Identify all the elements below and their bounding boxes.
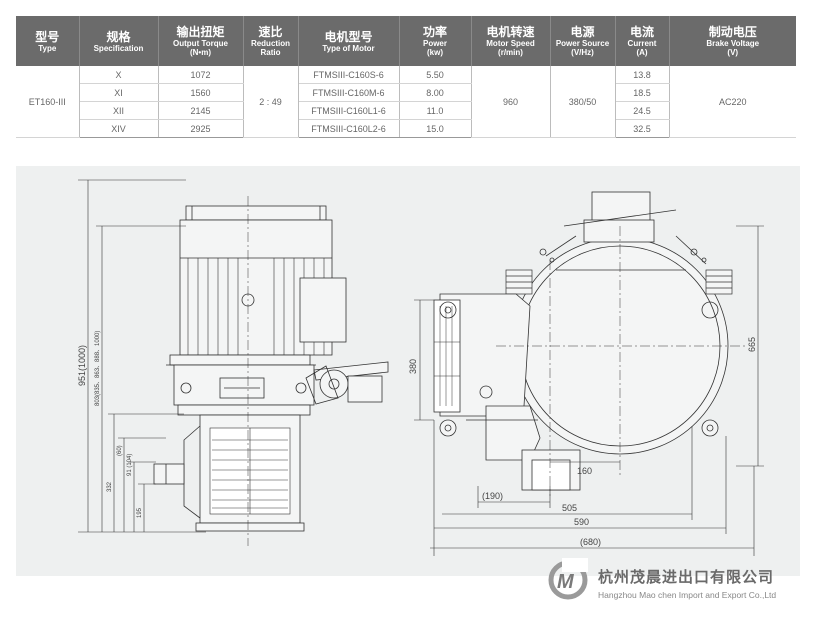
- table-row: XIV 2925 FTMSIII-C160L2-6 15.0 32.5: [16, 119, 796, 138]
- cell-torque: 2925: [158, 119, 244, 138]
- cell-brake-voltage: AC220: [669, 66, 796, 138]
- dim-shaft-c: 332: [107, 481, 113, 492]
- dim-shaft-d: 195: [137, 507, 143, 518]
- dim-right-height: 665: [747, 337, 757, 352]
- cell-spec: XIV: [79, 119, 159, 138]
- cell-power: 8.00: [399, 83, 472, 102]
- cell-power: 15.0: [399, 119, 472, 138]
- company-name-en: Hangzhou Mao chen Import and Export Co.,…: [598, 590, 777, 600]
- dim-side-height: 380: [408, 359, 418, 374]
- dim-190: (190): [482, 491, 503, 501]
- cell-power-source: 380/50: [550, 66, 616, 138]
- cell-spec: XII: [79, 101, 159, 120]
- front-view: [153, 196, 389, 546]
- cell-model: ET160-III: [16, 66, 80, 138]
- dim-shaft-a: (60): [117, 445, 123, 456]
- dim-590: 590: [574, 517, 589, 527]
- dim-680: (680): [580, 537, 601, 547]
- company-name-cn: 杭州茂晨进出口有限公司: [598, 568, 775, 586]
- cell-motor: FTMSIII-C160S-6: [298, 66, 400, 84]
- company-logo: M: [548, 558, 588, 600]
- table-row: XI 1560 FTMSIII-C160M-6 8.00 18.5: [16, 83, 796, 102]
- dim-shaft-b: 91 (104): [127, 454, 133, 476]
- dim-total-height: 951(1000): [77, 345, 87, 386]
- cell-current: 13.8: [615, 66, 670, 84]
- technical-drawing-panel: 951(1000) 803(835、863、888、1000) (60) 91 …: [16, 166, 800, 576]
- side-view: [433, 191, 746, 496]
- technical-drawing: 951(1000) 803(835、863、888、1000) (60) 91 …: [77, 179, 764, 556]
- logo-letter: M: [557, 571, 575, 593]
- dim-160: 160: [577, 466, 592, 476]
- cell-current: 24.5: [615, 101, 670, 120]
- table-row: ET160-III X 1072 2 : 49 FTMSIII-C160S-6 …: [16, 66, 796, 138]
- cell-torque: 1072: [158, 66, 244, 84]
- cell-ratio: 2 : 49: [243, 66, 299, 138]
- dim-505: 505: [562, 503, 577, 513]
- cell-power: 11.0: [399, 101, 472, 120]
- cell-power: 5.50: [399, 66, 472, 84]
- table-row: XII 2145 FTMSIII-C160L1-6 11.0 24.5: [16, 101, 796, 120]
- cell-motor: FTMSIII-C160L1-6: [298, 101, 400, 120]
- cell-motor: FTMSIII-C160L2-6: [298, 119, 400, 138]
- front-view-dimensions: [78, 179, 206, 533]
- cell-torque: 2145: [158, 101, 244, 120]
- cell-spec: X: [79, 66, 159, 84]
- cell-spec: XI: [79, 83, 159, 102]
- side-view-dimensions: [414, 225, 764, 556]
- dim-sub-height: 803(835、863、888、1000): [95, 331, 101, 406]
- cell-current: 18.5: [615, 83, 670, 102]
- cell-current: 32.5: [615, 119, 670, 138]
- cell-motor-speed: 960: [471, 66, 551, 138]
- cell-motor: FTMSIII-C160M-6: [298, 83, 400, 102]
- cell-torque: 1560: [158, 83, 244, 102]
